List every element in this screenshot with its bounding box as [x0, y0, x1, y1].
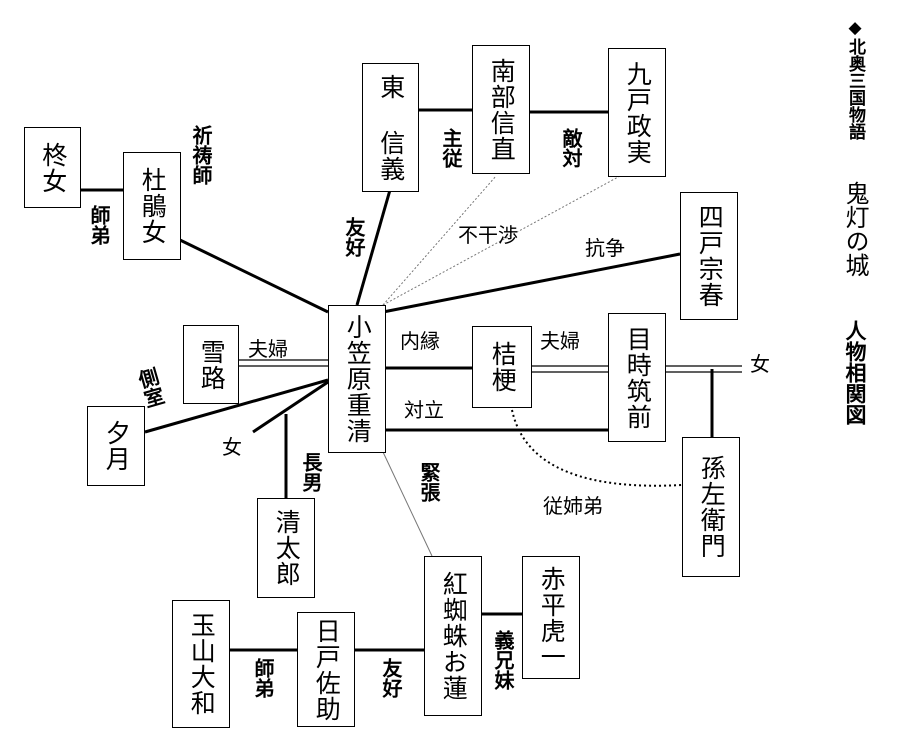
label-shuju: 主従	[439, 128, 463, 168]
link-ogasawara-benigumo	[382, 451, 433, 557]
label-shitei-1: 師弟	[87, 205, 111, 245]
label-yuko-2: 友好	[379, 658, 403, 698]
link-kikyo-mago	[511, 409, 683, 487]
series-title: ◆北奥三国物語	[845, 18, 865, 140]
label-chonan: 長男	[299, 452, 323, 492]
link-yuzuki-ogasawara	[144, 378, 329, 434]
sub-title: 人物相関図	[843, 320, 867, 425]
node-metoki-chikuzen: 目時筑前	[608, 313, 666, 442]
title-block: ◆北奥三国物語 鬼灯の城 人物相関図	[838, 18, 873, 438]
node-yuzuki: 夕月	[87, 406, 145, 486]
link-tokikume-ogasawara	[179, 238, 329, 314]
node-nanbu-nobunao: 南部信直	[472, 45, 530, 174]
node-kunohe-masazane: 九戸政実	[608, 48, 666, 177]
link-higashi-ogasawara	[355, 189, 392, 306]
label-yuko-1: 友好	[342, 217, 366, 257]
node-akahira-toraichi: 赤平虎一	[522, 556, 580, 679]
link-fukansho-kunohe	[382, 175, 621, 306]
node-hiiragi-me: 柊女	[24, 127, 81, 208]
label-gikyodai: 義兄妹	[491, 630, 515, 690]
node-tokikume: 杜鵑女	[123, 152, 181, 260]
label-naien: 内縁	[400, 329, 440, 353]
label-fukansho: 不干渉	[458, 223, 518, 247]
node-yukiji: 雪路	[183, 325, 239, 404]
link-ogasawara-shinohe	[382, 252, 681, 314]
node-benigumo-oren: 紅蜘蛛お蓮	[424, 556, 482, 716]
label-fufu-2: 夫婦	[540, 329, 580, 353]
link-ogasawara-onna	[252, 380, 329, 434]
label-kincho: 緊張	[417, 462, 441, 502]
label-taisei: 対立	[404, 398, 444, 422]
node-seitaro: 清太郎	[257, 498, 315, 598]
node-ogasawara-shigekiyo: 小笠原重清	[328, 305, 386, 453]
node-shinohe-muneharu: 四戸宗春	[680, 192, 738, 320]
node-kikyo: 桔梗	[472, 326, 532, 408]
node-higashi-nobuyoshi: 東 信義	[362, 63, 419, 192]
label-fufu-1: 夫婦	[248, 337, 288, 361]
label-kitoshi: 祈祷師	[189, 125, 213, 185]
label-onna-2: 女	[222, 435, 242, 459]
node-tamayama-yamato: 玉山大和	[172, 600, 230, 728]
label-ikoteimai: 従姉弟	[543, 494, 603, 518]
label-koso: 抗争	[585, 236, 625, 260]
main-title: 鬼灯の城	[841, 181, 869, 277]
node-hinohe-sasuke: 日戸佐助	[297, 612, 355, 727]
label-shitei-2: 師弟	[251, 658, 275, 698]
label-onna-1: 女	[750, 352, 770, 376]
node-mago-zaemon: 孫左衛門	[682, 437, 740, 577]
link-fukansho-nanbu	[382, 175, 497, 306]
label-tekitai: 敵対	[559, 128, 583, 168]
